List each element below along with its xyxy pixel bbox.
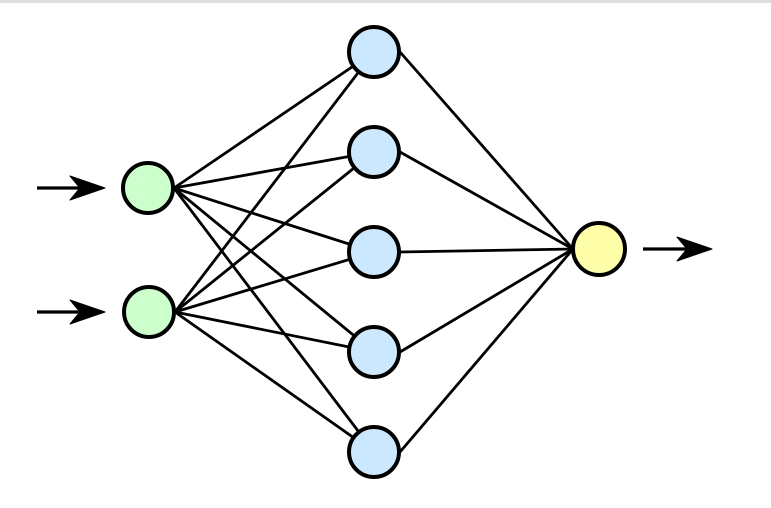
output-arrow xyxy=(643,236,713,262)
input-arrow-1-head-icon xyxy=(69,175,106,201)
input-node-2 xyxy=(122,285,176,339)
input-node-1 xyxy=(121,161,175,215)
edge-input-layer-to-hidden-layer xyxy=(173,310,376,354)
edges-group xyxy=(172,50,575,454)
top-border-line xyxy=(0,0,771,3)
hidden-node-3 xyxy=(347,225,401,279)
hidden-node-4 xyxy=(347,325,401,379)
input-arrow-2 xyxy=(37,299,106,325)
input-arrow-1 xyxy=(37,175,106,201)
edge-input-layer-to-hidden-layer xyxy=(173,310,376,454)
edge-input-layer-to-hidden-layer xyxy=(172,186,376,454)
output-node-1 xyxy=(571,221,627,277)
hidden-node-2 xyxy=(347,125,401,179)
edge-input-layer-to-hidden-layer xyxy=(172,50,376,190)
output-arrow-head-icon xyxy=(676,236,713,262)
edge-input-layer-to-hidden-layer xyxy=(172,150,376,190)
edge-input-layer-to-hidden-layer xyxy=(173,50,376,314)
input-arrow-2-head-icon xyxy=(69,299,106,325)
edge-hidden-layer-to-output-layer xyxy=(398,247,575,454)
edge-input-layer-to-hidden-layer xyxy=(173,150,376,314)
edge-hidden-layer-to-output-layer xyxy=(398,247,575,354)
input-layer xyxy=(121,161,176,339)
hidden-node-5 xyxy=(347,425,401,479)
edge-hidden-layer-to-output-layer xyxy=(398,50,575,251)
edge-input-layer-to-hidden-layer xyxy=(172,186,376,354)
edge-input-layer-to-hidden-layer xyxy=(173,250,376,314)
hidden-node-1 xyxy=(347,25,401,79)
edge-hidden-layer-to-output-layer xyxy=(398,150,575,251)
edge-hidden-layer-to-output-layer xyxy=(398,247,575,254)
hidden-layer xyxy=(347,25,401,479)
output-layer xyxy=(571,221,627,277)
edge-input-layer-to-hidden-layer xyxy=(172,186,376,254)
